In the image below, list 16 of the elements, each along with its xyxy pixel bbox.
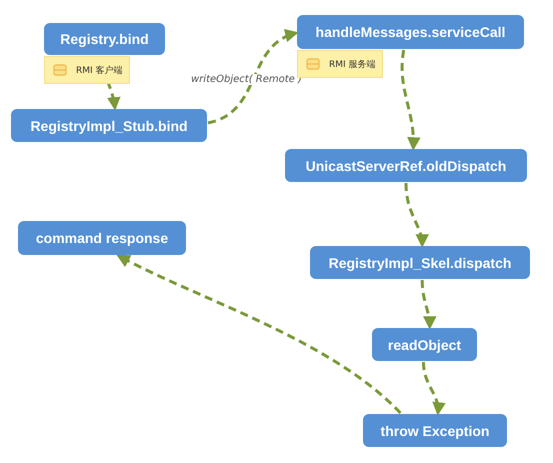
arrow	[404, 182, 428, 248]
note-text: RMI 服务端	[329, 58, 376, 70]
process-box: RegistryImpl_Skel.dispatch	[310, 246, 530, 279]
process-box: UnicastServerRef.oldDispatch	[285, 149, 527, 182]
process-box: handleMessages.serviceCall	[297, 15, 524, 49]
arrow	[400, 50, 420, 151]
note-text: RMI 客户端	[76, 64, 123, 76]
process-box: RegistryImpl_Stub.bind	[11, 109, 207, 142]
process-box: Registry.bind	[44, 23, 165, 55]
process-box: command response	[18, 221, 186, 255]
process-box: readObject	[372, 328, 477, 361]
arrow	[208, 30, 299, 124]
arrow	[420, 280, 436, 330]
arrow	[116, 254, 402, 414]
arrow	[422, 362, 445, 416]
process-box: throw Exception	[363, 414, 507, 447]
